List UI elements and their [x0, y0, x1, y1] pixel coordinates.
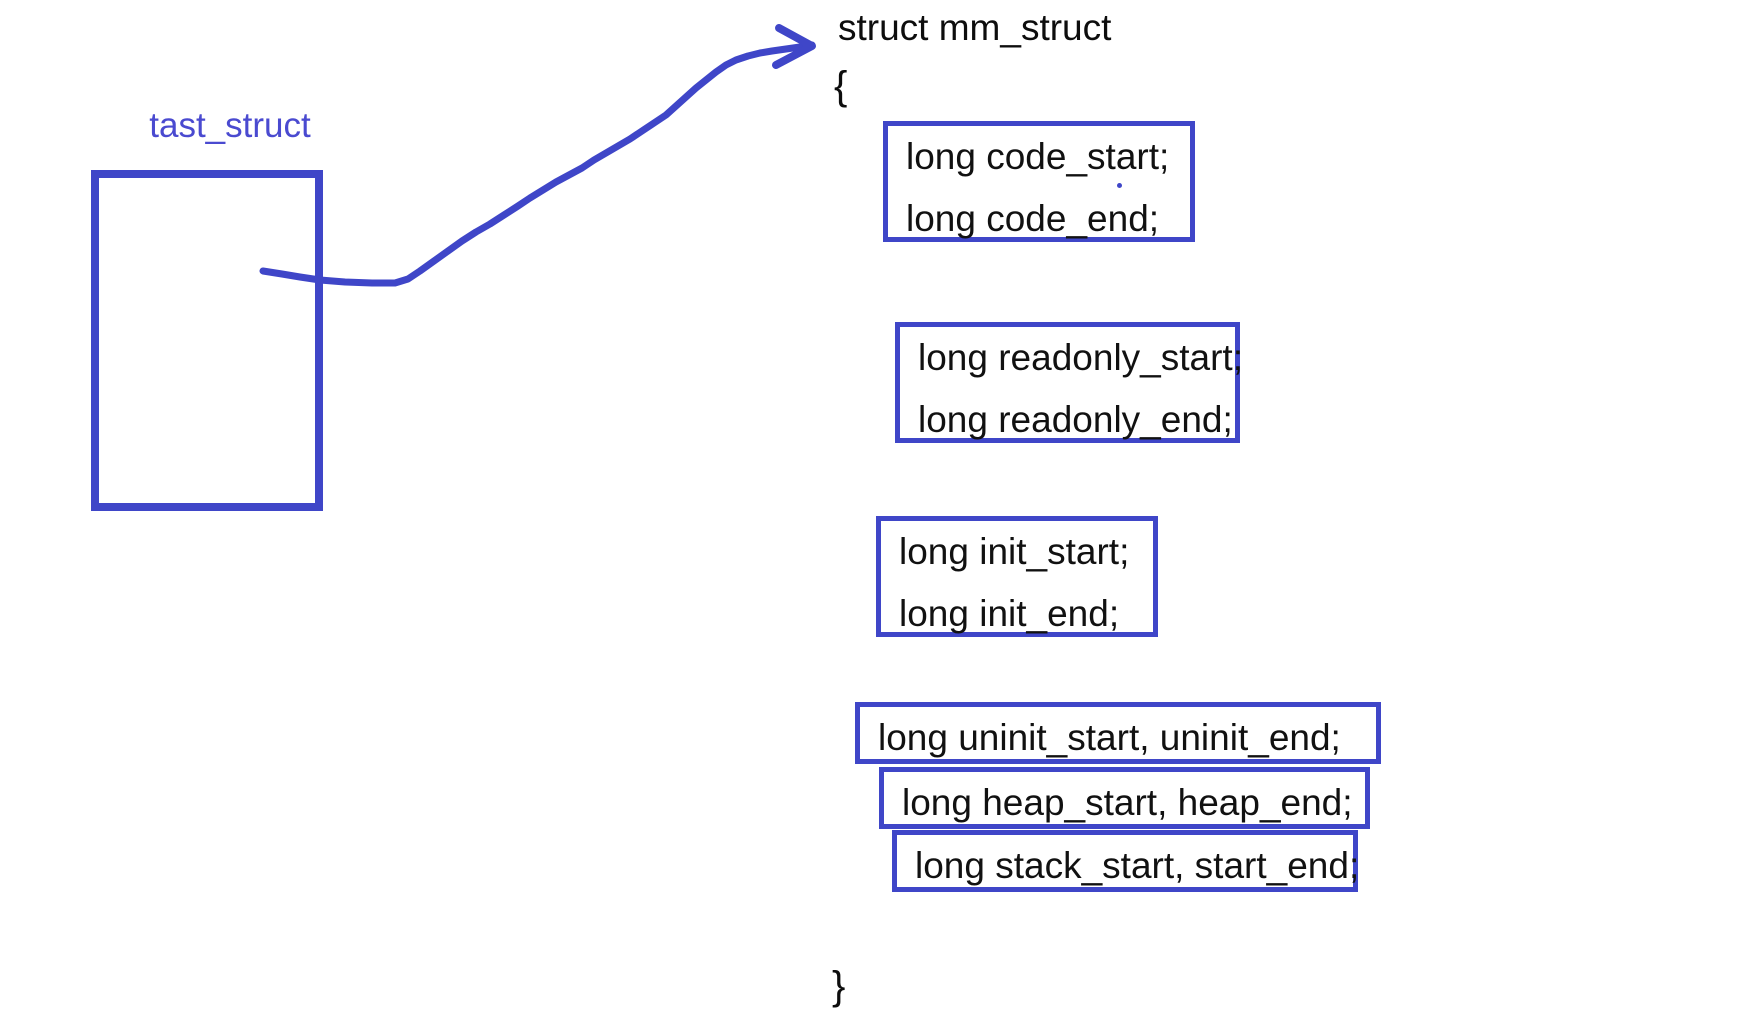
struct-title: struct mm_struct: [838, 7, 1112, 48]
init-fields-box: long init_start; long init_end;: [876, 516, 1158, 637]
field-line: long init_end;: [899, 593, 1120, 634]
field-line: long stack_start, start_end;: [915, 845, 1360, 886]
field-line: long code_start;: [906, 136, 1170, 177]
stack-fields-box: long stack_start, start_end;: [892, 830, 1359, 892]
brace-close: }: [832, 964, 846, 1008]
field-line: long uninit_start, uninit_end;: [878, 717, 1341, 758]
field-line: long readonly_end;: [918, 399, 1233, 440]
uninit-fields-box: long uninit_start, uninit_end;: [855, 702, 1381, 764]
field-line: long code_end;: [906, 198, 1160, 239]
task-struct-label: tast_struct: [149, 106, 311, 145]
task-struct-box: [91, 170, 323, 511]
field-line: long readonly_start;: [918, 337, 1243, 378]
field-line: long init_start;: [899, 531, 1130, 572]
ink-dot: [1117, 183, 1122, 188]
heap-fields-box: long heap_start, heap_end;: [879, 767, 1370, 829]
readonly-fields-box: long readonly_start; long readonly_end;: [895, 322, 1243, 443]
brace-open: {: [834, 64, 848, 108]
code-fields-box: long code_start; long code_end;: [883, 121, 1195, 242]
field-line: long heap_start, heap_end;: [902, 782, 1353, 823]
